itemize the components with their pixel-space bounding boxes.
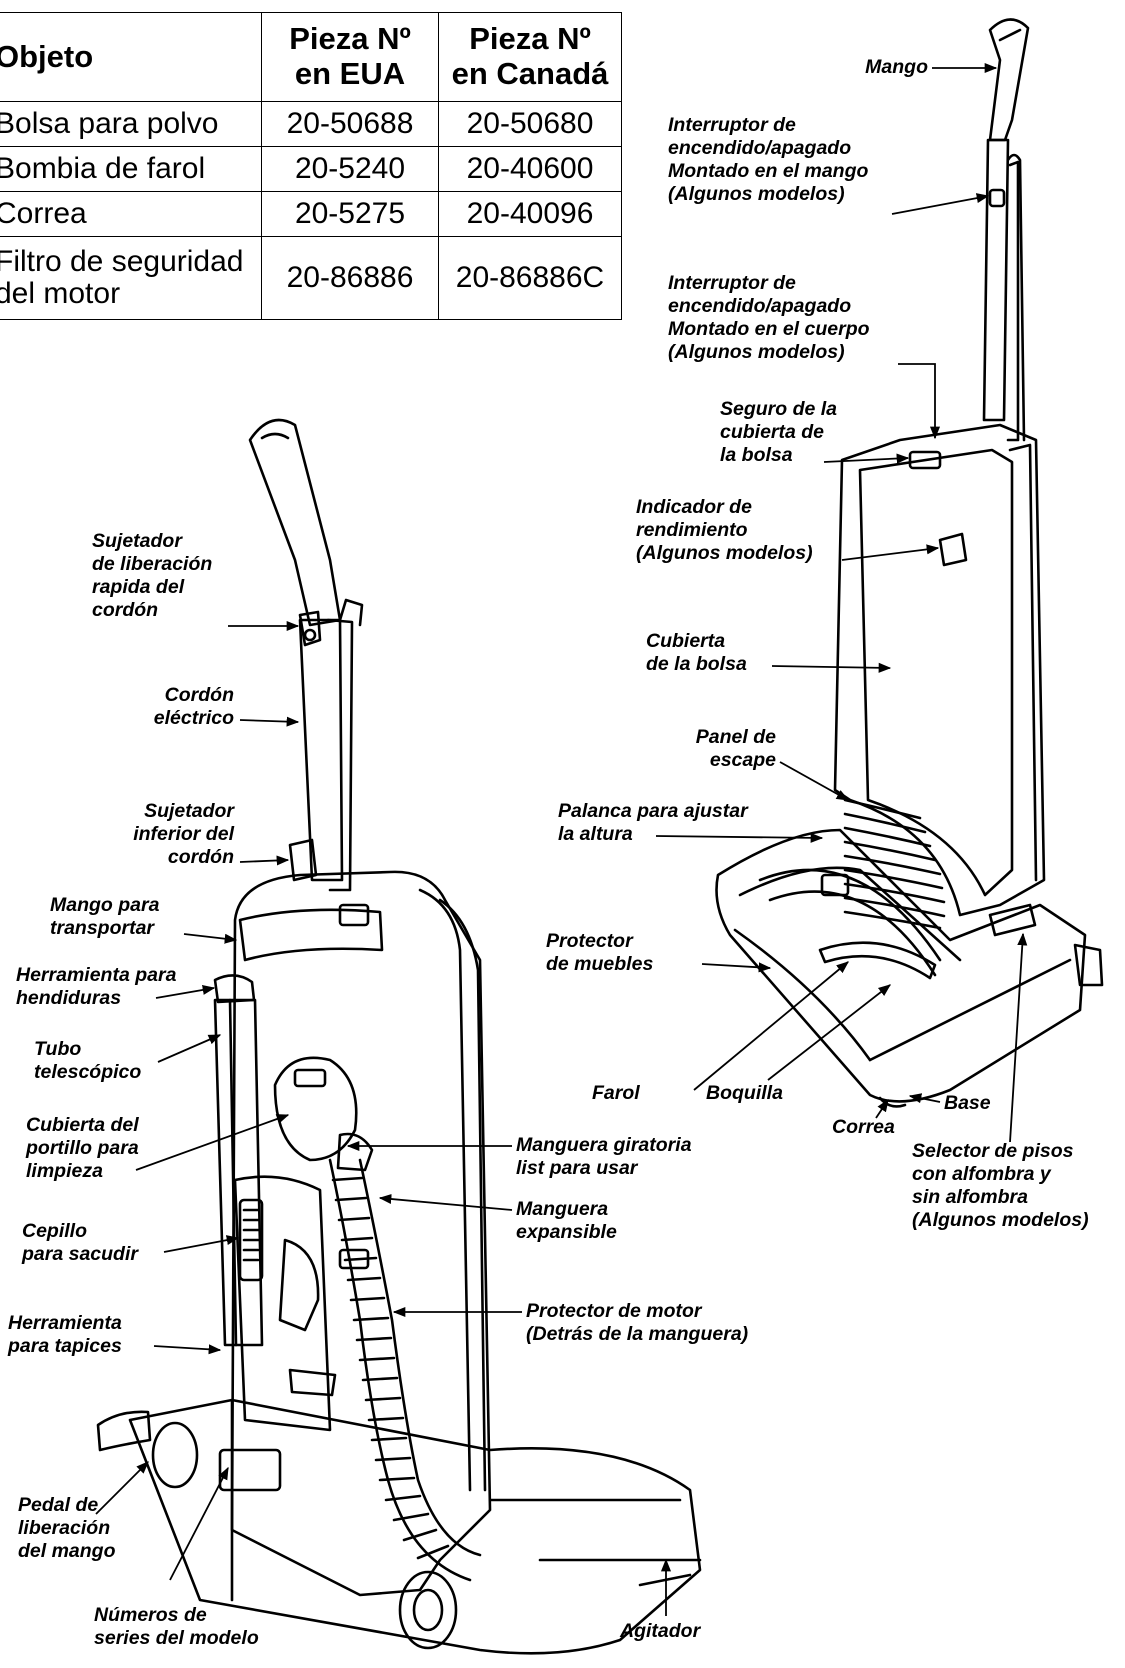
leader-numeros-series: [170, 1468, 228, 1580]
leader-sujetador-inferior: [240, 860, 288, 862]
table-cell-us-part: 20-5240: [262, 147, 439, 192]
back-body: [232, 872, 490, 1595]
leader-interruptor-mango: [892, 196, 988, 214]
table-row: Bolsa para polvo 20-50688 20-50680: [0, 102, 622, 147]
label-boquilla: Boquilla: [706, 1082, 783, 1105]
label-interruptor-cuerpo: Interruptor de encendido/apagado Montado…: [668, 272, 870, 364]
back-serial-number-plate: [220, 1450, 280, 1490]
table-cell-object: Correa: [0, 192, 262, 237]
table-row: Filtro de seguridad del motor 20-86886 2…: [0, 237, 622, 320]
front-exhaust-panel: [845, 800, 944, 928]
leader-cepillo: [164, 1238, 238, 1252]
label-sujetador-rapida: Sujetador de liberación rapida del cordó…: [92, 530, 212, 622]
leader-panel-escape: [780, 762, 848, 800]
table-cell-canada-part: 20-40600: [439, 147, 622, 192]
table-cell-us-part: 20-86886: [262, 237, 439, 320]
back-carry-handle: [240, 910, 382, 960]
leader-cubierta-portillo: [136, 1115, 288, 1170]
label-mango: Mango: [830, 56, 928, 79]
table-cell-us-part: 20-5275: [262, 192, 439, 237]
back-upholstery-tool: [280, 1240, 318, 1330]
label-sujetador-inferior: Sujetador inferior del cordón: [90, 800, 234, 869]
label-pedal: Pedal de liberación del mango: [18, 1494, 116, 1563]
label-cepillo: Cepillo para sacudir: [22, 1220, 138, 1266]
leader-cordon-electrico: [240, 720, 298, 722]
label-indicador: Indicador de rendimiento (Algunos modelo…: [636, 496, 813, 565]
label-agitador: Agitador: [620, 1620, 700, 1643]
table-row: Bombia de farol 20-5240 20-40600: [0, 147, 622, 192]
table-cell-canada-part: 20-40096: [439, 192, 622, 237]
label-palanca-altura: Palanca para ajustar la altura: [558, 800, 748, 846]
column-header-canada-part: Pieza Nº en Canadá: [439, 13, 622, 102]
label-protector-muebles: Protector de muebles: [546, 930, 653, 976]
table-cell-canada-part: 20-86886C: [439, 237, 622, 320]
leader-selector-pisos: [1010, 934, 1023, 1142]
table-cell-object: Filtro de seguridad del motor: [0, 237, 262, 320]
table-cell-us-part: 20-50688: [262, 102, 439, 147]
table-row: Correa 20-5275 20-40096: [0, 192, 622, 237]
label-cubierta-bolsa: Cubierta de la bolsa: [646, 630, 747, 676]
label-herramienta-hendiduras: Herramienta para hendiduras: [16, 964, 176, 1010]
label-farol: Farol: [592, 1082, 640, 1105]
back-expandable-hose: [330, 1160, 480, 1580]
label-cubierta-portillo: Cubierta del portillo para limpieza: [26, 1114, 139, 1183]
table-cell-canada-part: 20-50680: [439, 102, 622, 147]
back-power-cord: [328, 600, 362, 890]
label-tubo-telescopico: Tubo telescópico: [34, 1038, 141, 1084]
back-agitator: [640, 1575, 690, 1585]
label-herramienta-tapices: Herramienta para tapices: [8, 1312, 122, 1358]
column-header-object: Objeto: [0, 13, 262, 102]
front-nozzle: [717, 830, 1086, 1101]
back-handle: [250, 420, 340, 625]
table-cell-object: Bolsa para polvo: [0, 102, 262, 147]
label-protector-motor: Protector de motor (Detrás de la manguer…: [526, 1300, 748, 1346]
front-performance-indicator: [940, 534, 966, 565]
leader-indicador: [842, 548, 938, 560]
label-seguro-cubierta: Seguro de la cubierta de la bolsa: [720, 398, 837, 467]
label-selector-pisos: Selector de pisos con alfombra y sin alf…: [912, 1140, 1089, 1232]
label-correa: Correa: [832, 1116, 895, 1139]
leader-mango-transportar: [184, 934, 236, 940]
label-base: Base: [944, 1092, 991, 1115]
leader-tubo-telescopico: [158, 1035, 220, 1062]
front-headlight: [820, 943, 935, 978]
label-manguera-expansible: Manguera expansible: [516, 1198, 617, 1244]
parts-table: Objeto Pieza Nº en EUA Pieza Nº en Canad…: [0, 12, 622, 320]
leader-protector-muebles: [702, 964, 770, 968]
front-handle: [990, 19, 1028, 140]
column-header-us-part: Pieza Nº en EUA: [262, 13, 439, 102]
label-interruptor-mango: Interruptor de encendido/apagado Montado…: [668, 114, 868, 206]
label-panel-escape: Panel de escape: [646, 726, 776, 772]
leader-cubierta-bolsa: [772, 666, 890, 668]
label-manguera-giratoria: Manguera giratoria list para usar: [516, 1134, 692, 1180]
table-header-row: Objeto Pieza Nº en EUA Pieza Nº en Canad…: [0, 13, 622, 102]
leader-interruptor-cuerpo: [898, 364, 935, 438]
leader-herramienta-tapices: [154, 1346, 220, 1350]
front-handle-tube: [984, 140, 1008, 420]
label-numeros-series: Números de series del modelo: [94, 1604, 259, 1650]
label-mango-transportar: Mango para transportar: [50, 894, 159, 940]
table-cell-object: Bombia de farol: [0, 147, 262, 192]
label-cordon-electrico: Cordón eléctrico: [100, 684, 234, 730]
back-cleanout-cover: [275, 1058, 356, 1160]
leader-manguera-expansible: [380, 1198, 512, 1210]
front-cord: [1008, 162, 1018, 440]
